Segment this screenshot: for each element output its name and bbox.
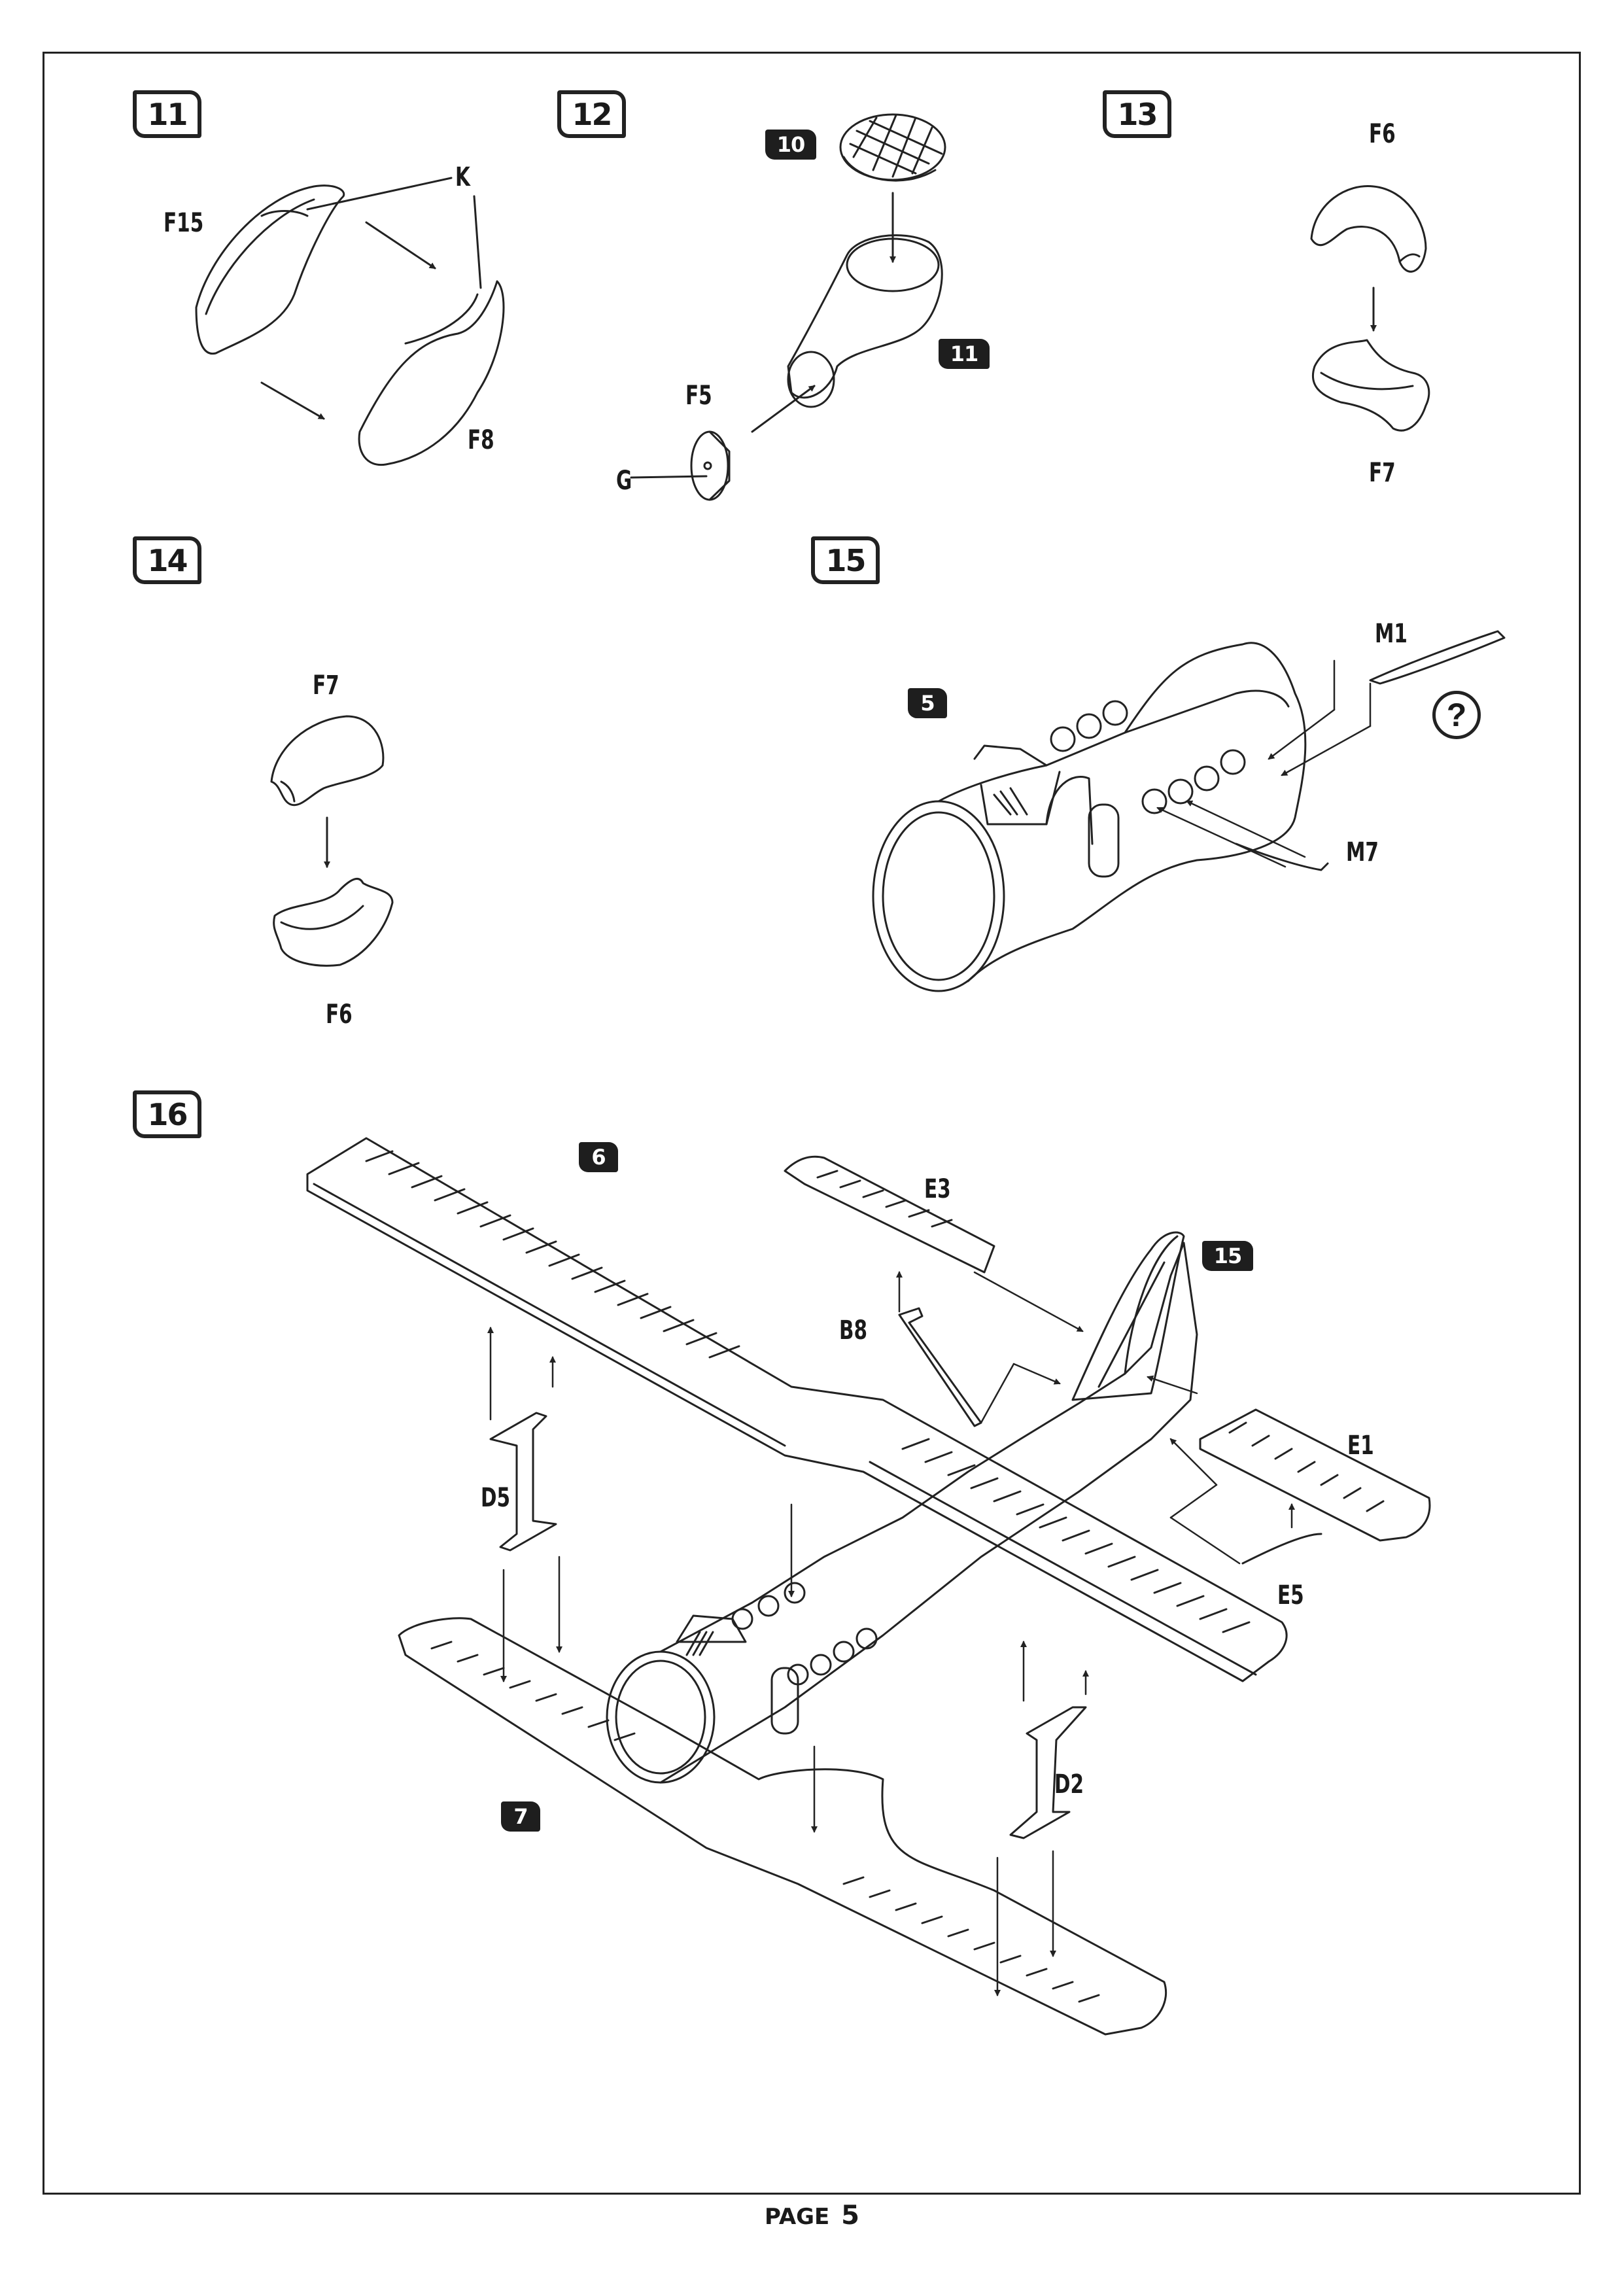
ref-step-7: 7 [501,1801,540,1832]
part-label-e1: E1 [1347,1431,1374,1461]
ref-step-10: 10 [765,130,816,160]
part-label-f8: F8 [468,425,494,455]
ref-step-6: 6 [579,1142,618,1172]
step-number-12: 12 [557,90,626,138]
part-label-f15: F15 [164,208,204,238]
step13-part-f7 [1311,339,1430,432]
step-number-13: 13 [1103,90,1171,138]
part-label-e3: E3 [924,1174,951,1204]
part-label-b8: B8 [839,1315,868,1346]
step14-part-f7 [270,715,385,807]
step-number-15: 15 [811,536,880,584]
part-label-k: K [455,162,470,192]
step16-part-e1 [1199,1408,1431,1542]
part-label-g: G [616,466,632,496]
part-label-e5: E5 [1277,1580,1304,1610]
step16-part-b8 [898,1307,982,1427]
part-label-d2: D2 [1054,1769,1084,1800]
step16-tail-fin [1071,1231,1185,1401]
step16-upper-wing-ribs [365,1150,1251,1633]
step16-upper-wing [306,1137,1288,1682]
step-number-11: 11 [133,90,201,138]
step15-part-m7 [1235,843,1329,871]
step12-part-10-grille [839,113,946,182]
step-number-14: 14 [133,536,201,584]
part-label-f6-step14: F6 [326,1000,353,1030]
part-label-m7: M7 [1346,837,1379,867]
step11-part-f15 [195,184,345,355]
page-border [43,52,1581,2195]
step16-lower-wing [398,1617,1167,2036]
part-label-f7-step14: F7 [313,670,339,701]
question-mark-icon: ? [1432,691,1481,739]
ref-step-11: 11 [939,339,990,369]
step-number-16: 16 [133,1090,201,1138]
step12-part-f5 [690,430,731,501]
step15-part-m1 [1369,630,1506,685]
step12-part-11-duct [787,234,943,408]
step13-part-f6 [1310,184,1427,273]
step16-part-d2 [1009,1706,1087,1839]
page-footer: PAGE 5 [0,2200,1624,2231]
step16-part-e3 [784,1155,995,1274]
part-label-f5: F5 [685,381,712,411]
footer-page-number: 5 [841,2200,859,2231]
step14-part-f6 [273,877,394,967]
part-label-d5: D5 [481,1483,511,1513]
part-label-f7-step13: F7 [1369,458,1396,488]
step16-part-e5 [1241,1533,1322,1565]
part-label-m1: M1 [1375,619,1408,649]
step16-part-d5 [489,1412,557,1552]
step15-fuselage [872,642,1307,992]
part-label-f6-step13: F6 [1369,119,1396,149]
ref-step-5: 5 [908,688,947,718]
step16-assembly-arrows [487,1271,1295,1996]
step11-part-f8 [358,280,505,466]
step16-fuselage [606,1235,1198,1784]
ref-step-15: 15 [1202,1241,1253,1271]
footer-page-label: PAGE [765,2204,830,2230]
